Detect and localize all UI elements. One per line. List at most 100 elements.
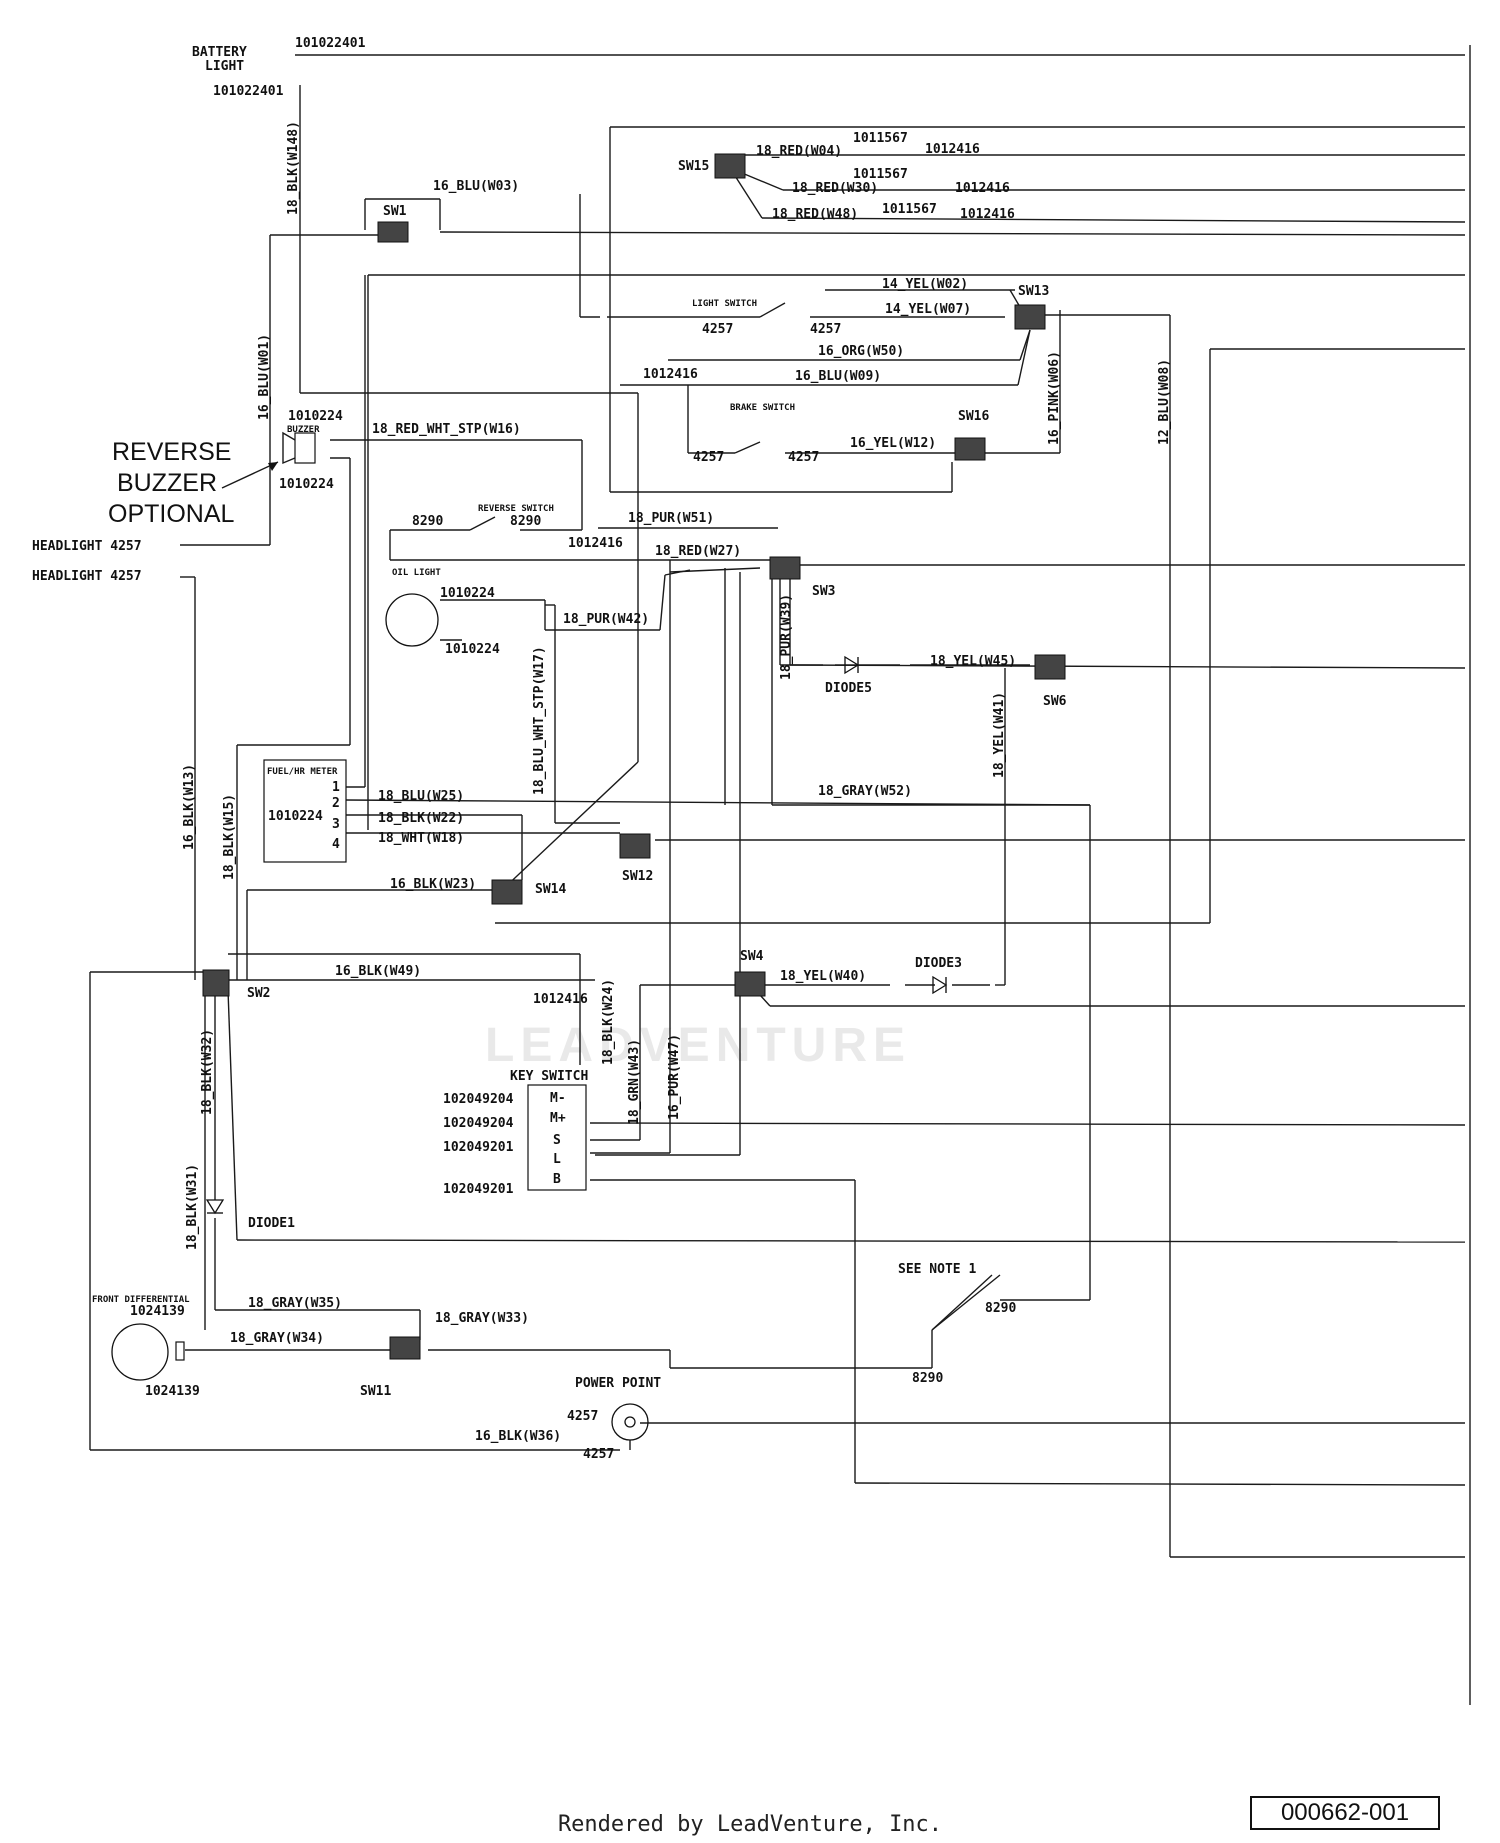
watermark: LEADVENTURE <box>485 1019 912 1072</box>
label-w23: 16_BLK(W23) <box>390 877 476 892</box>
sw12-block <box>619 833 651 859</box>
label-w33: 18_GRAY(W33) <box>435 1311 529 1326</box>
label-8290-d: 8290 <box>912 1371 943 1386</box>
label-meter-pin-3: 3 <box>332 817 340 832</box>
buzzer-horn <box>282 431 296 465</box>
label-brake-switch: BRAKE SWITCH <box>730 403 795 413</box>
document-id-box: 000662-001 <box>1250 1796 1440 1830</box>
label-buzzer-small: BUZZER <box>287 425 320 435</box>
sw13-block <box>1014 304 1046 330</box>
label-w06: 16_PINK(W06) <box>1047 351 1062 445</box>
label-4257-f: 4257 <box>583 1447 614 1462</box>
label-1011567-a: 1011567 <box>853 131 908 146</box>
label-4257-b: 4257 <box>810 322 841 337</box>
label-4257-d: 4257 <box>788 450 819 465</box>
label-w45: 18_YEL(W45) <box>930 654 1016 669</box>
label-1010224-c: 1010224 <box>440 586 495 601</box>
label-key-l: L <box>553 1152 561 1167</box>
label-oil-light: OIL LIGHT <box>392 568 441 578</box>
label-sw14: SW14 <box>535 882 566 897</box>
label-w43: 18_GRN(W43) <box>627 1039 642 1125</box>
label-w148: 18_BLK(W148) <box>286 121 301 215</box>
label-4257-e: 4257 <box>567 1409 598 1424</box>
label-1012416-b: 1012416 <box>955 181 1010 196</box>
label-meter-pin-4: 4 <box>332 837 340 852</box>
label-sw15: SW15 <box>678 159 709 174</box>
label-w22: 18_BLK(W22) <box>378 811 464 826</box>
label-w08: 12_BLU(W08) <box>1157 359 1172 445</box>
oil-light-bulb <box>385 593 439 647</box>
label-sw16: SW16 <box>958 409 989 424</box>
label-headlight-2: HEADLIGHT 4257 <box>32 569 142 584</box>
label-key-s: S <box>553 1133 561 1148</box>
label-w39: 18_PUR(W39) <box>779 594 794 680</box>
label-1012416-c: 1012416 <box>960 207 1015 222</box>
key-switch-box <box>527 1084 587 1191</box>
label-key-switch: KEY SWITCH <box>510 1069 588 1084</box>
label-key-b: B <box>553 1172 561 1187</box>
label-8290-a: 8290 <box>412 514 443 529</box>
label-w12: 16_YEL(W12) <box>850 436 936 451</box>
label-w27: 18_RED(W27) <box>655 544 741 559</box>
sw4-block <box>734 971 766 997</box>
label-w35: 18_GRAY(W35) <box>248 1296 342 1311</box>
label-w24: 18_BLK(W24) <box>601 979 616 1065</box>
label-1010224-b: 1010224 <box>279 477 334 492</box>
label-sw12: SW12 <box>622 869 653 884</box>
label-sw11: SW11 <box>360 1384 391 1399</box>
label-w04: 18_RED(W04) <box>756 144 842 159</box>
label-key-102049201-a: 102049201 <box>443 1140 514 1155</box>
power-point-socket <box>611 1403 649 1441</box>
sw3-block <box>769 556 801 580</box>
diode5-symbol <box>844 655 860 675</box>
label-8290-b: 8290 <box>510 514 541 529</box>
label-key-102049204-b: 102049204 <box>443 1116 514 1131</box>
label-sw4: SW4 <box>740 949 764 964</box>
label-w49: 16_BLK(W49) <box>335 964 421 979</box>
label-w17: 18_BLU_WHT_STP(W17) <box>532 646 547 795</box>
label-w50: 16_ORG(W50) <box>818 344 904 359</box>
label-1010224-e: 1010224 <box>268 809 323 824</box>
label-w16: 18_RED_WHT_STP(W16) <box>372 422 521 437</box>
sw6-block <box>1034 654 1066 680</box>
label-buzzer-big: BUZZER <box>117 469 217 497</box>
label-diode1: DIODE1 <box>248 1216 295 1231</box>
label-power-point: POWER POINT <box>575 1376 661 1391</box>
label-w34: 18_GRAY(W34) <box>230 1331 324 1346</box>
label-1012416-f: 1012416 <box>533 992 588 1007</box>
components <box>111 153 1066 1441</box>
label-1024139-b: 1024139 <box>145 1384 200 1399</box>
label-battery-light-2: LIGHT <box>205 59 244 74</box>
label-w51: 18_PUR(W51) <box>628 511 714 526</box>
label-battery-light: BATTERY <box>192 45 247 60</box>
label-w31: 18_BLK(W31) <box>185 1164 200 1250</box>
label-w18: 18_WHT(W18) <box>378 831 464 846</box>
label-1010224-a: 1010224 <box>288 409 343 424</box>
sw14-block <box>491 879 523 905</box>
sw15-block <box>714 153 746 179</box>
label-w15: 18_BLK(W15) <box>222 794 237 880</box>
label-see-note-1: SEE NOTE 1 <box>898 1262 976 1277</box>
label-fuel-hr-meter: FUEL/HR METER <box>267 767 338 777</box>
footer-text: Rendered by LeadVenture, Inc. <box>557 1812 943 1837</box>
wires <box>89 45 1471 1705</box>
label-front-differential: FRONT DIFFERENTIAL <box>92 1295 190 1305</box>
label-sw6: SW6 <box>1043 694 1067 709</box>
label-1011567-c: 1011567 <box>882 202 937 217</box>
label-w07: 14_YEL(W07) <box>885 302 971 317</box>
buzzer-body <box>294 432 316 464</box>
label-4257-a: 4257 <box>702 322 733 337</box>
label-w13: 16_BLK(W13) <box>182 764 197 850</box>
sw16-block <box>954 437 986 461</box>
label-w52: 18_GRAY(W52) <box>818 784 912 799</box>
label-key-102049204-a: 102049204 <box>443 1092 514 1107</box>
label-w36: 16_BLK(W36) <box>475 1429 561 1444</box>
label-w48: 18_RED(W48) <box>772 207 858 222</box>
sw1-block <box>377 221 409 243</box>
label-w01: 16_BLU(W01) <box>257 334 272 420</box>
label-reverse-switch: REVERSE SWITCH <box>478 504 554 514</box>
label-diode5: DIODE5 <box>825 681 872 696</box>
label-w42: 18_PUR(W42) <box>563 612 649 627</box>
label-w03: 16_BLU(W03) <box>433 179 519 194</box>
